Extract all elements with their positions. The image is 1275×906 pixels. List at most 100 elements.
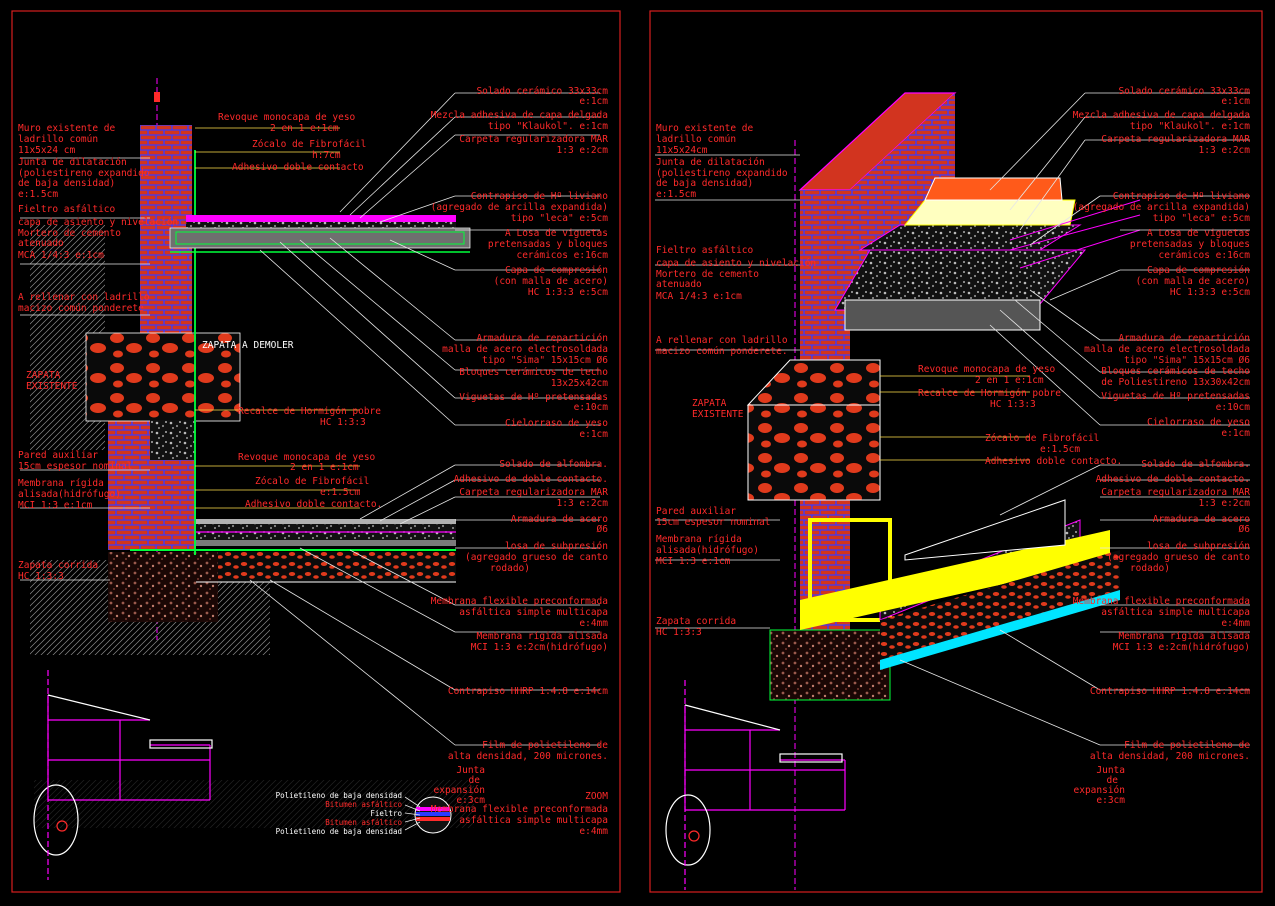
label-muro-existente-3: 11x5x24 cm [18,145,75,156]
r-label-cielorraso-e: e:1cm [1221,428,1250,439]
r-label-solado-ceramico: Solado cerámico 33x33cm [1118,86,1250,97]
r-label-film-densidad: alta densidad, 200 micrones. [1090,751,1250,762]
r-label-adhesivo: Adhesivo doble contacto. [985,456,1122,467]
label-muro-existente-2: ladrillo común [18,134,98,145]
label-solado-alfombra: Solado de alfombra. [499,459,608,470]
label-zoom: ZOOM [585,791,608,802]
label-zocalo-2: Zócalo de Fibrofácil [255,476,369,487]
zoom-detail [404,796,452,834]
r-label-bloques-dim: de Poliestireno 13x30x42cm [1101,377,1250,388]
label-adhesivo-1: Adhesivo doble contacto [232,162,364,173]
right-sheet-frame [649,10,1263,893]
label-revoque-2: Revoque monocapa de yeso [238,452,376,463]
label-junta-de: de [469,775,481,786]
r-label-membrana-2: alisada(hidrófugo) [656,545,759,556]
r-label-mca: MCA 1/4:3 e:1cm [656,291,742,302]
label-zocalo-1b: h:7cm [312,150,341,161]
label-junta-expansion: expansión [434,785,485,796]
r-label-armadura-malla: malla de acero electrosoldada [1084,344,1250,355]
r-label-capa: Capa de compresión [1147,265,1250,276]
left-sheet-labels-left: Muro existente de ladrillo común 11x5x24… [18,123,294,582]
r-label-revoque: Revoque monocapa de yeso [918,364,1056,375]
r-label-pared-2: 15cm espesor nominal [656,517,770,528]
label-revoque-1: Revoque monocapa de yeso [218,112,356,123]
label-viguetas-e: e:10cm [574,402,609,413]
r-label-cielorraso: Cielorraso de yeso [1147,417,1250,428]
right-leader-lines [655,92,1250,746]
r-label-contrapiso-agregado: (agregado de arcilla expandida) [1073,202,1250,213]
label-contrapiso-hhrp: Contrapiso HHRP 1:4:8 e:14cm [448,686,608,697]
label-pared-auxiliar-1: Pared auxiliar [18,450,98,461]
r-label-losa-c: cerámicos e:16cm [1158,250,1250,261]
r-label-muro-existente-2: ladrillo común [656,134,736,145]
r-label-zapata-corrida-1: Zapata corrida [656,616,736,627]
r-label-bloques: Bloques cerámicos de techo [1101,366,1250,377]
label-mca: MCA 1/4:3 e:1cm [18,250,104,261]
label-viguetas: Viguetas de Hº pretensadas [459,392,608,403]
label-mortero-cemento: Mortero de cemento [18,228,121,239]
label-losa-ceramicos: cerámicos e:16cm [516,250,608,261]
label-zocalo-2b: e:1.5cm [320,487,360,498]
r-label-solado-alfombra: Solado de alfombra. [1141,459,1250,470]
label-junta-e: e:3cm [456,795,485,806]
r-label-losa-b: pretensadas y bloques [1130,239,1250,250]
label-film-densidad: alta densidad, 200 micrones. [448,751,608,762]
label-rellenar-1: A rellenar con ladrillo [18,292,150,303]
label-capa-malla: (con malla de acero) [494,276,608,287]
r-label-membrana-e: e:4mm [1221,618,1250,629]
label-adhesivo-2: Adhesivo doble contacto. [245,499,382,510]
label-losa-rodado: rodado) [490,563,530,574]
r-label-rellenar-2: macizo común ponderete. [656,346,788,357]
label-zapata-corrida-2: HC 1:3:3 [18,571,64,582]
right-3d-drawing [746,92,1141,890]
r-label-junta-4: e:1.5cm [656,189,696,200]
r-label-adhesivo-doble: Adhesivo de doble contacto. [1096,474,1250,485]
r-label-carpeta-1-e: 1:3 e:2cm [1199,145,1251,156]
label-zapata-corrida-1: Zapata corrida [18,560,98,571]
label-membrana-rigida-alisada: Membrana rígida alisada [476,631,608,642]
r-label-membrana-flexible: Membrana flexible preconformada [1073,596,1250,607]
label-membrana-rigida-1: Membrana rígida [18,478,104,489]
label-carpeta-1: Carpeta regularizadora MAR [459,134,608,145]
r-label-mezcla-tipo: tipo "Klaukol". e:1cm [1130,121,1250,132]
left-sheet-labels-right: Solado cerámico 33x33cm e:1cm Mezcla adh… [431,86,609,837]
label-membrana-e: e:4mm [579,618,608,629]
right-sheet-labels-left: Muro existente de ladrillo común 11x5x24… [656,123,816,638]
r-label-contrapiso: Contrapiso de Hº liviano [1113,191,1251,202]
r-label-membrana-mci: MCI 1:3 e:2cm(hidrófugo) [1113,642,1250,653]
label-zoom-layer-1: Polietileno de baja densidad [276,791,402,800]
label-zapata-existente-1: ZAPATA [26,370,61,381]
label-zoom-layer-2: Bitumen asfáltico [325,800,402,809]
left-leader-lines [20,92,600,746]
label-revoque-1b: 2 en 1 e:1cm [270,123,339,134]
r-label-armadura-acero-diam: Ø6 [1239,524,1251,535]
r-label-armadura: Armadura de repartición [1118,333,1250,344]
r-label-junta: Junta [1096,765,1125,776]
r-label-membrana-3: MCI 1:3 e:1cm [656,556,731,567]
r-label-junta-2: (poliestireno expandido [656,168,788,179]
label-capa-asiento: capa de asiento y nivelación [18,217,178,228]
label-recalce-1b: HC 1:3:3 [320,417,366,428]
label-zoom-layer-5: Polietileno de baja densidad [276,827,402,836]
label-membrana-mci: MCI 1:3 e:2cm(hidrófugo) [471,642,608,653]
label-junta-dilatacion-3: de baja densidad) [18,178,115,189]
r-label-contrapiso-hhrp: Contrapiso HHRP 1:4:8 e:14cm [1090,686,1250,697]
label-armadura-acero: Armadura de acero [511,514,609,525]
label-zoom-layer-4: Bitumen asfáltico [325,818,402,827]
left-sheet-labels-mid: Revoque monocapa de yeso 2 en 1 e:1cm Zó… [218,112,382,510]
r-label-junta-e: e:3cm [1096,795,1125,806]
label-junta-dilatacion-2: (poliestireno expandido [18,168,150,179]
label-recalce-1: Recalce de Hormigón pobre [238,406,381,417]
label-contrapiso-liviano: Contrapiso de Hº liviano [471,191,609,202]
label-adhesivo-doble: Adhesivo de doble contacto. [454,474,608,485]
r-label-viguetas: Viguetas de Hº pretensadas [1101,391,1250,402]
label-zoom-membrana: Membrana flexible preconformada [431,804,608,815]
r-label-capa-malla: (con malla de acero) [1136,276,1250,287]
r-label-armadura-sima: tipo "Sima" 15x15cm Ø6 [1124,355,1250,366]
r-label-zapata-1: ZAPATA [692,398,727,409]
r-label-carpeta-1: Carpeta regularizadora MAR [1101,134,1250,145]
label-bloques-dim: 13x25x42cm [551,378,608,389]
r-label-recalce-b: HC 1:3:3 [990,399,1036,410]
label-atenuado: atenuado [18,238,64,249]
